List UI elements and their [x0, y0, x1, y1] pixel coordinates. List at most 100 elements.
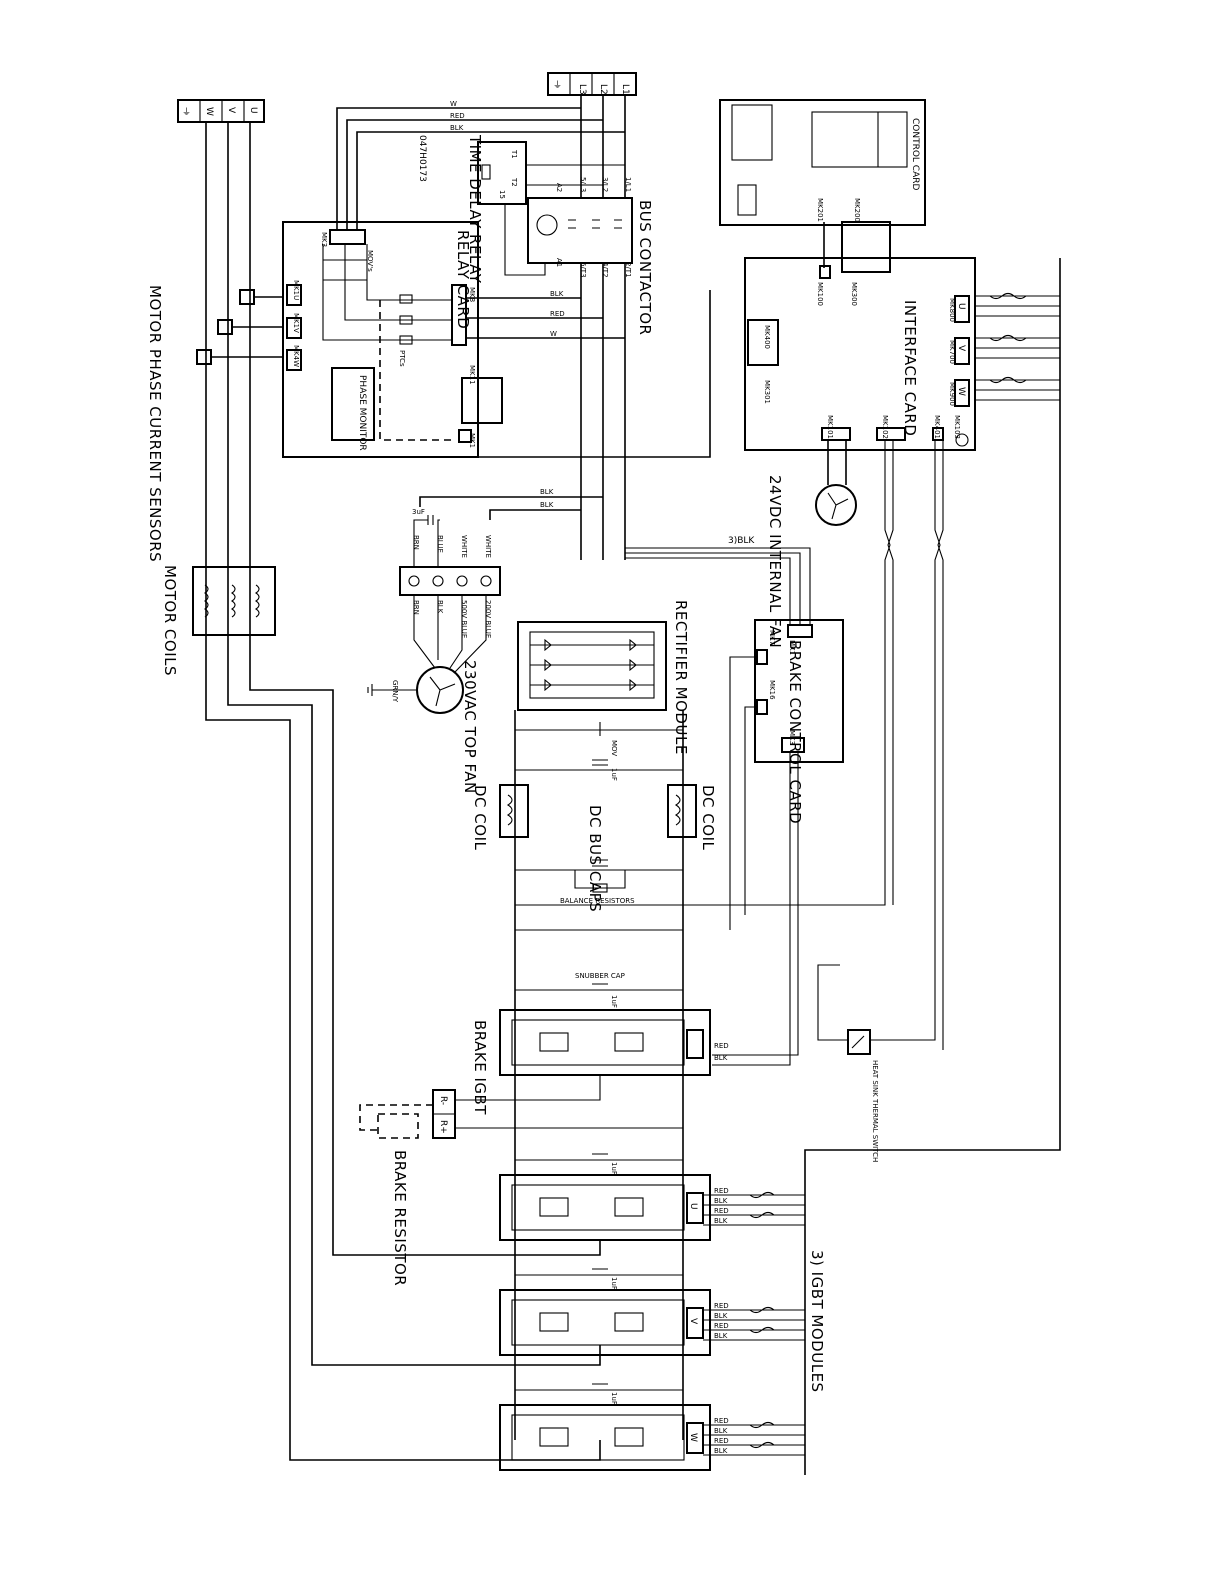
terminal-l3: L3 — [577, 84, 587, 95]
ptcs-label: PTCs — [398, 350, 406, 367]
mk800-label: MK800 — [948, 298, 956, 322]
igbt-w-blk-2: BLK — [714, 1447, 728, 1455]
ground-symbol: ⏚ — [553, 80, 562, 91]
igbt-v-red-2: RED — [714, 1322, 729, 1330]
igbt-v-label: V — [688, 1318, 698, 1325]
fan-wire-left-1: BLUE — [436, 535, 444, 553]
r-minus-label: R- — [438, 1096, 448, 1105]
igbt-w-blk-1: BLK — [714, 1427, 728, 1435]
dc-coil-left: DC COIL — [471, 784, 529, 850]
dc-coil-right-label: DC COIL — [699, 785, 717, 850]
wire-label-red-2: RED — [550, 310, 565, 318]
igbt-module-v: 1uF V RED BLK RED BLK — [499, 1268, 805, 1356]
igbt-module-w: 1uF W RED BLK RED BLK — [499, 1383, 805, 1471]
internal-fan: 24VDC INTERNAL FAN — [766, 440, 857, 648]
current-sensors-label: MOTOR PHASE CURRENT SENSORS — [146, 285, 164, 562]
movs-label: MOV's — [366, 250, 374, 272]
brake-resistor: R- R+ BRAKE RESISTOR — [359, 1075, 683, 1286]
fan-wire-left-2: WHITE — [460, 535, 468, 558]
brake-mk1: MK1 — [788, 640, 796, 655]
igbt-w-label: W — [688, 1433, 698, 1442]
mk700-label: MK700 — [948, 340, 956, 364]
relay-t2-label: T2 — [510, 177, 518, 187]
brake-igbt: BRAKE IGBT RED BLK — [471, 1009, 729, 1115]
mk401-label: MK401 — [933, 415, 941, 439]
cap-label-4: 1uF — [610, 1277, 618, 1290]
internal-fan-label: 24VDC INTERNAL FAN — [766, 475, 784, 648]
igbt-w-red-2: RED — [714, 1437, 729, 1445]
contactor-bot-t3: 6/T3 — [579, 262, 587, 278]
mk102-label: MK102 — [881, 415, 889, 439]
brake-red-label: RED — [714, 1042, 729, 1050]
brake-mk16: MK16 — [768, 680, 776, 700]
cap-label-3: 1uF — [610, 1162, 618, 1175]
top-fan-label: 230VAC TOP FAN — [461, 660, 479, 794]
interface-card: INTERFACE CARD MK100 MK300 MK400 MK301 U… — [744, 257, 976, 451]
igbt-module-u: 1uF U RED BLK RED BLK — [499, 1153, 805, 1241]
contactor-a2: A2 — [555, 183, 563, 192]
relay-card: RELAY CARD MK3 MK8 MK11 MK1 MK1U MK1V MK… — [282, 221, 503, 458]
contactor-top-l2: 3/L2 — [601, 177, 609, 192]
wire-label-blk-3: BLK — [540, 488, 554, 496]
terminal-l1: L1 — [620, 84, 630, 95]
phase-monitor-label: PHASE MONITOR — [357, 375, 367, 451]
phase-monitor — [331, 367, 375, 441]
mk103-label: MK103 — [953, 415, 961, 439]
mk11-label: MK11 — [468, 365, 476, 385]
mk300-label: MK300 — [850, 282, 858, 306]
wire-label-w: W — [450, 100, 457, 108]
relay-part-label: 047H0173 — [417, 135, 427, 182]
brake-control-card-label: BRAKE CONTROL CARD — [786, 640, 804, 824]
interface-u: U — [956, 303, 966, 310]
mk11-connector — [461, 377, 503, 424]
dc-coil-right: DC COIL — [667, 784, 717, 850]
mk8-label: MK8 — [468, 287, 476, 302]
wire-label-blk-2: BLK — [550, 290, 564, 298]
top-fan: BRN BLUE WHITE WHITE BRN BLK 500V BLUE 2… — [367, 508, 501, 794]
igbt-u-label: U — [688, 1203, 698, 1210]
time-delay-relay: T1 T2 15 TIME DELAY RELAY 047H0173 — [417, 134, 527, 284]
mk900-label: MK900 — [948, 382, 956, 406]
ground-symbol: ⏚ — [182, 107, 191, 118]
mk101-label: MK101 — [826, 415, 834, 439]
fan-wire-right-1: BLK — [436, 600, 444, 614]
snubber-cap-label: SNUBBER CAP — [575, 972, 625, 980]
terminal-v: V — [226, 107, 236, 114]
time-delay-relay-label: TIME DELAY RELAY — [466, 134, 484, 284]
brake-mk3: MK3 — [788, 730, 796, 745]
fan-blk-wiring: 3)BLK — [625, 536, 811, 625]
heat-sink-label: HEAT SINK THERMAL SWITCH — [871, 1060, 879, 1162]
control-card-label: CONTROL CARD — [910, 118, 920, 191]
igbt-u-blk-2: BLK — [714, 1217, 728, 1225]
mk400-label: MK400 — [763, 325, 771, 349]
cap-label-2: 1uF — [610, 995, 618, 1008]
mk1-connector — [458, 429, 472, 443]
mov-label: MOV — [610, 740, 618, 756]
balance-resistors-label: BALANCE RESISTORS — [560, 897, 635, 905]
mk3-connector — [329, 229, 366, 245]
interface-v: V — [956, 345, 966, 352]
fan-cap-label: 3uF — [412, 508, 425, 516]
mk1v-label: MK1V — [292, 313, 300, 333]
igbt-v-blk-2: BLK — [714, 1332, 728, 1340]
three-blk-label: 3)BLK — [728, 536, 755, 546]
contactor-bot-t1: 2/T1 — [624, 262, 632, 278]
brake-mk7: MK7 — [768, 630, 776, 645]
brake-igbt-label: BRAKE IGBT — [471, 1020, 489, 1115]
wire-label-red: RED — [450, 112, 465, 120]
motor-coils-label: MOTOR COILS — [161, 565, 179, 676]
contactor-top-l1: 1/L1 — [624, 177, 632, 192]
mk8-connector — [451, 284, 467, 346]
relay-15-label: 15 — [498, 190, 506, 199]
rectifier-module: RECTIFIER MODULE — [517, 600, 690, 755]
mk1-label: MK1 — [468, 433, 476, 448]
mains-terminal-block: ⏚ L3 L2 L1 — [547, 72, 637, 96]
wire-label-w-2: W — [550, 330, 557, 338]
contactor-bot-t2: 4/T2 — [601, 262, 609, 278]
fan-wire-right-2: 500V BLUE — [460, 600, 468, 638]
fan-wire-right-0: BRN — [412, 600, 420, 615]
mains-wiring: W RED BLK BLK RED W BLK BLK — [336, 95, 711, 560]
igbt-v-red-1: RED — [714, 1302, 729, 1310]
